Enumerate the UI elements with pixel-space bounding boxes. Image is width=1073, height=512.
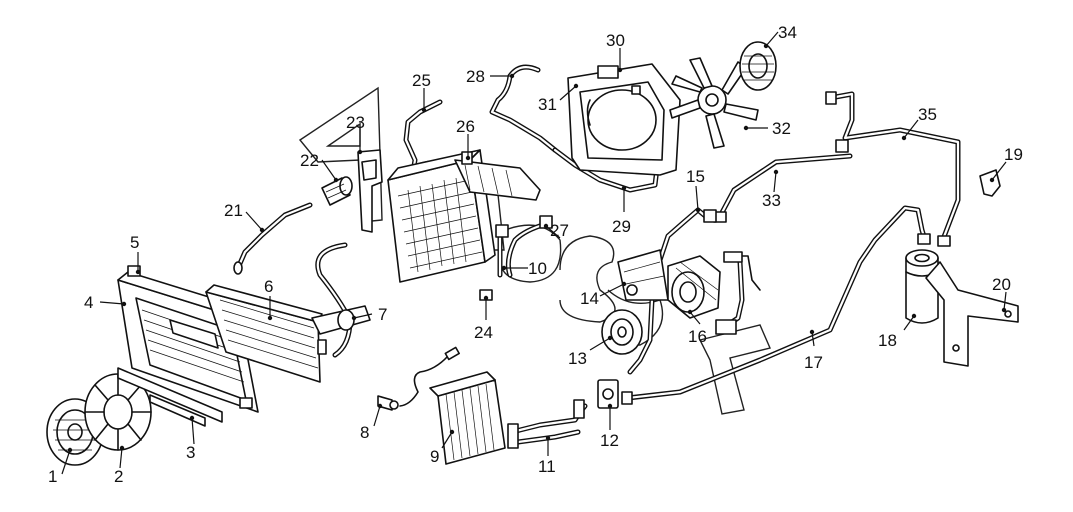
callout-21: 21 (224, 201, 243, 220)
hose-28 (489, 64, 558, 153)
callout-16: 16 (688, 327, 707, 346)
callout-13: 13 (568, 349, 587, 368)
hose-21 (233, 202, 313, 275)
heater-pipe-11 (507, 399, 588, 449)
compressor-16 (667, 255, 721, 319)
callout-19: 19 (1004, 145, 1023, 164)
callout-22: 22 (300, 151, 319, 170)
ac-pipe-35 (825, 91, 961, 247)
callout-4: 4 (84, 293, 93, 312)
ac-pipe-17 (621, 205, 931, 405)
heater-box-24 (387, 149, 541, 301)
bracket-23 (357, 149, 383, 233)
callout-15: 15 (686, 167, 705, 186)
callout-7: 7 (378, 305, 387, 324)
callout-34: 34 (778, 23, 797, 42)
callout-33: 33 (762, 191, 781, 210)
hose-27 (495, 215, 553, 278)
callout-30: 30 (606, 31, 625, 50)
callout-31: 31 (538, 95, 557, 114)
callout-14: 14 (580, 289, 599, 308)
callout-24: 24 (474, 323, 493, 342)
callout-labels: 1 2 3 4 5 6 7 8 9 10 11 12 13 14 15 16 1… (48, 23, 1023, 486)
callout-8: 8 (360, 423, 369, 442)
callout-2: 2 (114, 467, 123, 486)
drier-bracket-20 (925, 261, 1019, 367)
compressor-bracket-14 (617, 249, 669, 301)
expansion-valve-12 (597, 379, 619, 409)
heater-core-9 (429, 371, 506, 465)
callout-20: 20 (992, 275, 1011, 294)
callout-5: 5 (130, 233, 139, 252)
callout-3: 3 (186, 443, 195, 462)
callout-27: 27 (550, 221, 569, 240)
callout-23: 23 (346, 113, 365, 132)
callout-6: 6 (264, 277, 273, 296)
engine-fan-32 (669, 57, 759, 149)
callout-26: 26 (456, 117, 475, 136)
callout-17: 17 (804, 353, 823, 372)
callout-10: 10 (528, 259, 547, 278)
callout-9: 9 (430, 447, 439, 466)
ac-pipe-33 (713, 153, 853, 223)
leader-lines (61, 31, 1007, 475)
callout-1: 1 (48, 467, 57, 486)
callout-18: 18 (878, 331, 897, 350)
clutch-pulley-13 (601, 309, 643, 355)
callout-35: 35 (918, 105, 937, 124)
pipe-bundle-16 (715, 251, 761, 335)
callout-28: 28 (466, 67, 485, 86)
viscous-coupling-34 (739, 41, 777, 91)
fan-cowl-30 (567, 63, 681, 176)
callout-25: 25 (412, 71, 431, 90)
radiator-hose-7 (311, 242, 371, 358)
callout-32: 32 (772, 119, 791, 138)
condenser-6 (205, 284, 327, 383)
callout-11: 11 (538, 457, 556, 476)
callout-29: 29 (612, 217, 631, 236)
callout-12: 12 (600, 431, 619, 450)
thermostat-22 (321, 176, 353, 206)
